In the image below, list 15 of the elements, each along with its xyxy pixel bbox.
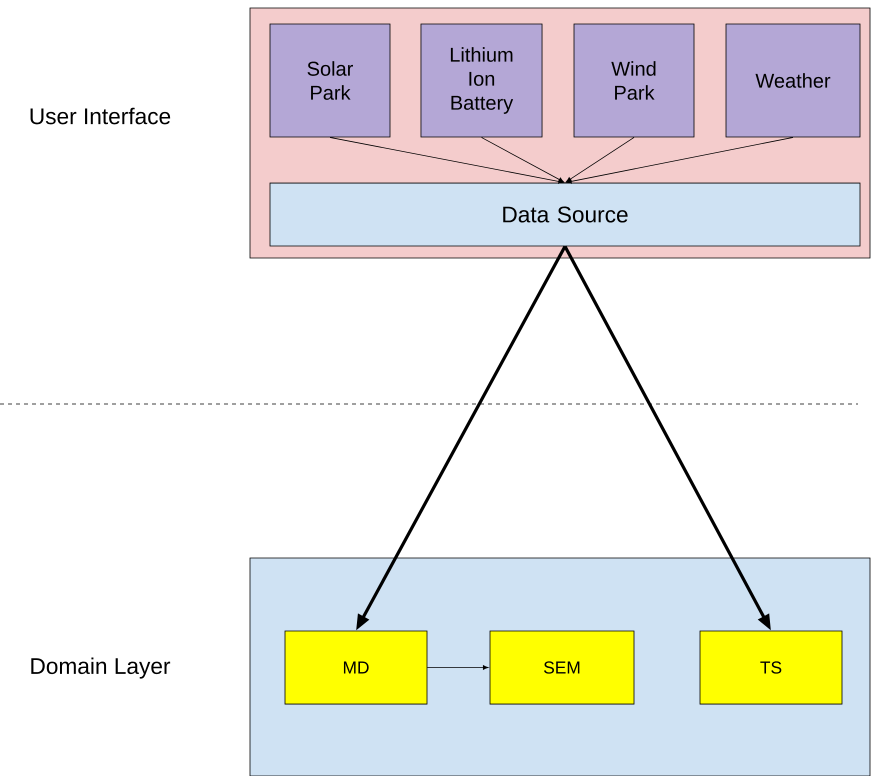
- arrow: [566, 137, 634, 182]
- component-box: Wind Park: [574, 24, 694, 138]
- layer-label: Domain Layer: [31, 657, 170, 679]
- component-box: Lithium Ion Battery: [420, 24, 542, 138]
- arrow: [330, 137, 564, 184]
- module-box: TS: [700, 630, 842, 704]
- component-box: Weather: [726, 24, 860, 138]
- arrow: [566, 137, 794, 184]
- module-box: MD: [284, 630, 428, 704]
- component-box: Solar Park: [270, 24, 390, 138]
- layer-label: User Interface: [30, 108, 170, 124]
- arrow: [481, 137, 564, 182]
- arrow: [427, 665, 488, 670]
- data-source-box: Data Source: [270, 182, 860, 246]
- module-box: SEM: [490, 630, 634, 704]
